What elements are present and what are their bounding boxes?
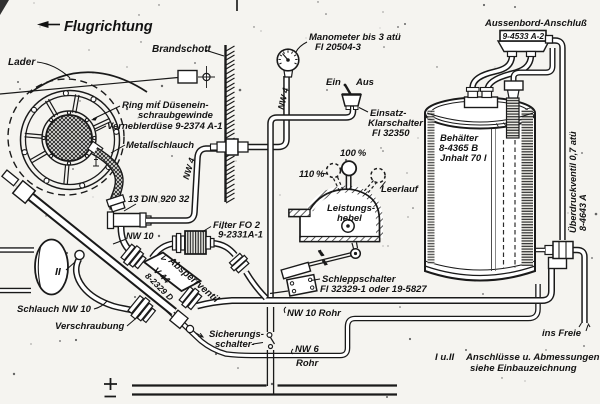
svg-text:13 DIN 920 32: 13 DIN 920 32 [128, 194, 190, 205]
svg-text:Verschraubung: Verschraubung [55, 321, 125, 332]
svg-text:Schlauch NW 10: Schlauch NW 10 [17, 304, 92, 315]
svg-text:Verneblerdüse 9-2374 A-1: Verneblerdüse 9-2374 A-1 [107, 121, 222, 132]
svg-text:siehe Einbauzeichnung: siehe Einbauzeichnung [470, 363, 577, 374]
svg-text:Anschlüsse u. Abmessungen: Anschlüsse u. Abmessungen [465, 352, 600, 363]
svg-text:Aus: Aus [355, 77, 374, 88]
svg-text:NW 10 Rohr: NW 10 Rohr [287, 308, 342, 319]
svg-text:Fl 32350: Fl 32350 [372, 128, 410, 139]
svg-text:Überdruckventil 0,7 atü: Überdruckventil 0,7 atü [568, 131, 578, 233]
svg-text:NW 6: NW 6 [295, 344, 319, 355]
svg-text:Fl 20504-3: Fl 20504-3 [315, 42, 362, 53]
svg-text:110 %: 110 % [299, 169, 325, 180]
svg-text:Brandschott: Brandschott [152, 44, 212, 55]
svg-text:Sicherungs-: Sicherungs- [209, 329, 264, 340]
svg-text:Ein: Ein [326, 77, 341, 88]
svg-text:Manometer bis 3 atü: Manometer bis 3 atü [309, 32, 401, 43]
svg-text:schraubgewinde: schraubgewinde [138, 110, 214, 121]
svg-text:8-4365 B: 8-4365 B [439, 143, 478, 154]
svg-text:Lader: Lader [8, 57, 36, 68]
svg-text:I u.II: I u.II [435, 352, 455, 363]
svg-text:Klarschalter: Klarschalter [368, 118, 424, 129]
svg-text:Rohr: Rohr [296, 358, 319, 369]
svg-text:9-2331A-1: 9-2331A-1 [218, 230, 263, 241]
svg-text:100 %: 100 % [340, 148, 367, 159]
svg-text:Leistungs-: Leistungs- [327, 203, 375, 214]
svg-text:hebel: hebel [337, 213, 362, 224]
svg-text:9-4533 A-2: 9-4533 A-2 [503, 31, 545, 41]
svg-text:Filter FO 2: Filter FO 2 [213, 220, 261, 231]
svg-text:Ring mit Düsenein-: Ring mit Düsenein- [122, 100, 209, 111]
svg-text:ins Freie: ins Freie [542, 328, 582, 339]
svg-text:Flugrichtung: Flugrichtung [64, 19, 153, 35]
svg-text:8-4643 A: 8-4643 A [578, 194, 588, 231]
svg-text:schalter-: schalter- [215, 339, 255, 350]
svg-text:Fl 32329-1 oder 19-5827: Fl 32329-1 oder 19-5827 [320, 284, 427, 295]
svg-text:Metallschlauch: Metallschlauch [126, 140, 194, 151]
svg-text:Jnhalt 70 l: Jnhalt 70 l [440, 153, 487, 164]
svg-text:Behälter: Behälter [440, 133, 479, 144]
svg-text:NW 10: NW 10 [126, 231, 154, 241]
svg-text:Einsatz-: Einsatz- [370, 108, 406, 119]
svg-text:Aussenbord-Anschluß: Aussenbord-Anschluß [484, 18, 587, 29]
svg-text:II: II [55, 266, 62, 278]
svg-text:Schleppschalter: Schleppschalter [322, 274, 397, 285]
svg-text:Leerlauf: Leerlauf [381, 184, 419, 195]
